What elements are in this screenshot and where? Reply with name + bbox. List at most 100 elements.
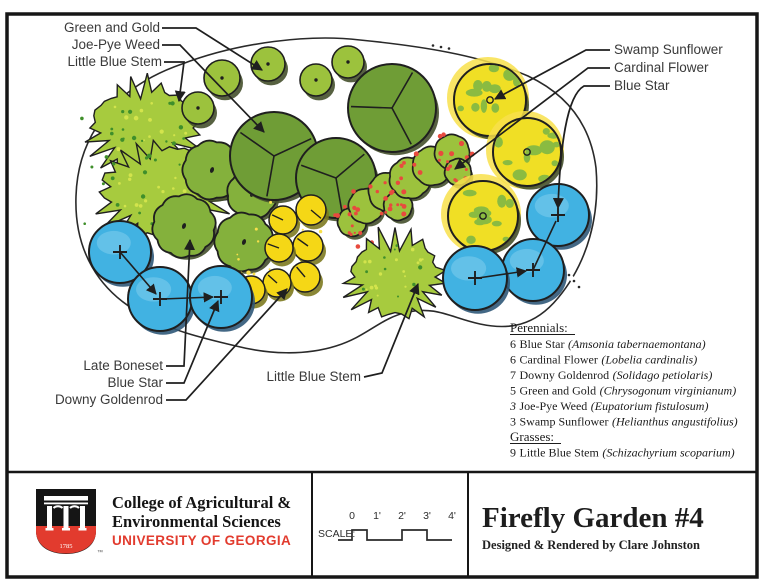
highlight bbox=[197, 275, 232, 300]
speckle-dot bbox=[184, 131, 188, 135]
speckle-dot bbox=[115, 203, 120, 207]
red-bloom-dot bbox=[402, 161, 406, 165]
arch-arc bbox=[52, 505, 64, 509]
speckle-dot bbox=[365, 270, 368, 274]
yellow-speckle bbox=[252, 272, 256, 276]
speckle-dot bbox=[83, 222, 86, 225]
yellow-speckle bbox=[236, 253, 239, 256]
green-mottle bbox=[481, 81, 492, 92]
yellow-speckle bbox=[268, 268, 271, 271]
leader-line bbox=[162, 27, 263, 71]
speckle-dot bbox=[144, 199, 148, 203]
highlight bbox=[534, 193, 569, 218]
sheet-border bbox=[5, 12, 759, 579]
logo-shield-red bbox=[36, 526, 96, 554]
arch-top-bar bbox=[44, 496, 88, 501]
branch-line bbox=[350, 105, 393, 109]
speckle-dot bbox=[165, 140, 168, 143]
center-ring bbox=[523, 148, 531, 156]
red-bloom-dot bbox=[375, 189, 379, 194]
speckle-dot bbox=[404, 285, 407, 288]
speckle-dot bbox=[144, 156, 149, 160]
speckle-dot bbox=[110, 176, 115, 181]
radial-line bbox=[296, 266, 306, 278]
speckle-dot bbox=[148, 118, 152, 122]
green-mottle bbox=[488, 65, 500, 73]
speckle-dot bbox=[397, 295, 399, 298]
uga-arch-logo: 1785 ™ bbox=[36, 489, 103, 556]
boneset-center-dot bbox=[181, 223, 187, 229]
arch-second-bar bbox=[44, 502, 88, 505]
drawing-subtitle: Designed & Rendered by Clare Johnston bbox=[482, 538, 700, 552]
red-bloom-dot bbox=[441, 132, 446, 137]
leader-line bbox=[166, 299, 220, 384]
red-bloom-dot bbox=[458, 140, 465, 147]
outline-dot bbox=[431, 44, 435, 47]
speckle-dot bbox=[150, 102, 153, 105]
speckle-dot bbox=[412, 282, 416, 287]
speckle-dot bbox=[138, 204, 143, 208]
speckle-dot bbox=[118, 182, 121, 185]
red-bloom-dot bbox=[387, 206, 393, 212]
speckle-dot bbox=[138, 211, 142, 215]
scale-tick-1: 1' bbox=[373, 510, 381, 522]
red-bloom-dot bbox=[358, 231, 363, 235]
green-mottle bbox=[512, 169, 527, 181]
red-bloom-dot bbox=[464, 168, 468, 171]
label-downy-goldenrod: Downy Goldenrod bbox=[55, 392, 163, 407]
red-bloom-dot bbox=[352, 205, 357, 210]
speckle-dot bbox=[146, 153, 152, 159]
center-ring bbox=[479, 212, 487, 220]
arch-column bbox=[47, 506, 52, 528]
leader-line bbox=[162, 44, 265, 133]
boneset-center-dot bbox=[209, 167, 215, 173]
speckle-dot bbox=[365, 288, 368, 291]
speckle-dot bbox=[142, 170, 148, 175]
speckle-dot bbox=[121, 128, 125, 131]
red-bloom-dot bbox=[449, 151, 455, 157]
red-bloom-dot bbox=[383, 181, 387, 185]
branch-line bbox=[239, 131, 275, 157]
green-mottle bbox=[457, 105, 465, 112]
plant-group-blue-star-left bbox=[88, 220, 255, 335]
scale-tick-4: 4' bbox=[448, 510, 456, 522]
speckle-dot bbox=[174, 176, 177, 180]
speckle-dot bbox=[173, 134, 176, 137]
green-mottle bbox=[505, 198, 514, 208]
label-green-and-gold: Green and Gold bbox=[64, 20, 160, 35]
red-bloom-dot bbox=[399, 176, 403, 181]
outline-dot bbox=[447, 47, 451, 50]
scale-bar-line bbox=[338, 529, 452, 541]
speckle-dot bbox=[157, 185, 161, 189]
green-mottle bbox=[502, 160, 513, 166]
branch-line bbox=[391, 107, 412, 145]
speckle-dot bbox=[133, 115, 139, 121]
scale-tick-3: 3' bbox=[423, 510, 431, 522]
university-line: UNIVERSITY OF GEORGIA bbox=[112, 533, 291, 548]
speckle-dot bbox=[416, 261, 420, 265]
green-mottle bbox=[471, 102, 480, 112]
yellow-speckle bbox=[254, 227, 258, 231]
arch-column-base bbox=[45, 528, 54, 531]
speckle-dot bbox=[178, 125, 184, 130]
branch-line bbox=[391, 72, 414, 109]
connector-line bbox=[477, 267, 528, 279]
scale-bar: SCALE: 0 1' 2' 3' 4' bbox=[318, 510, 456, 541]
red-bloom-dot bbox=[447, 166, 451, 170]
branch-line bbox=[335, 177, 344, 215]
speckle-dot bbox=[410, 247, 415, 252]
branch-line bbox=[300, 164, 337, 179]
highlight bbox=[509, 248, 544, 273]
speckle-dot bbox=[369, 285, 374, 290]
red-bloom-dot bbox=[396, 203, 400, 207]
arch-column-base bbox=[62, 528, 70, 531]
speckle-dot bbox=[121, 110, 125, 114]
red-bloom-dot bbox=[437, 158, 441, 162]
green-mottle bbox=[466, 235, 476, 244]
speckle-dot bbox=[141, 139, 144, 142]
arch-arc bbox=[69, 505, 80, 509]
